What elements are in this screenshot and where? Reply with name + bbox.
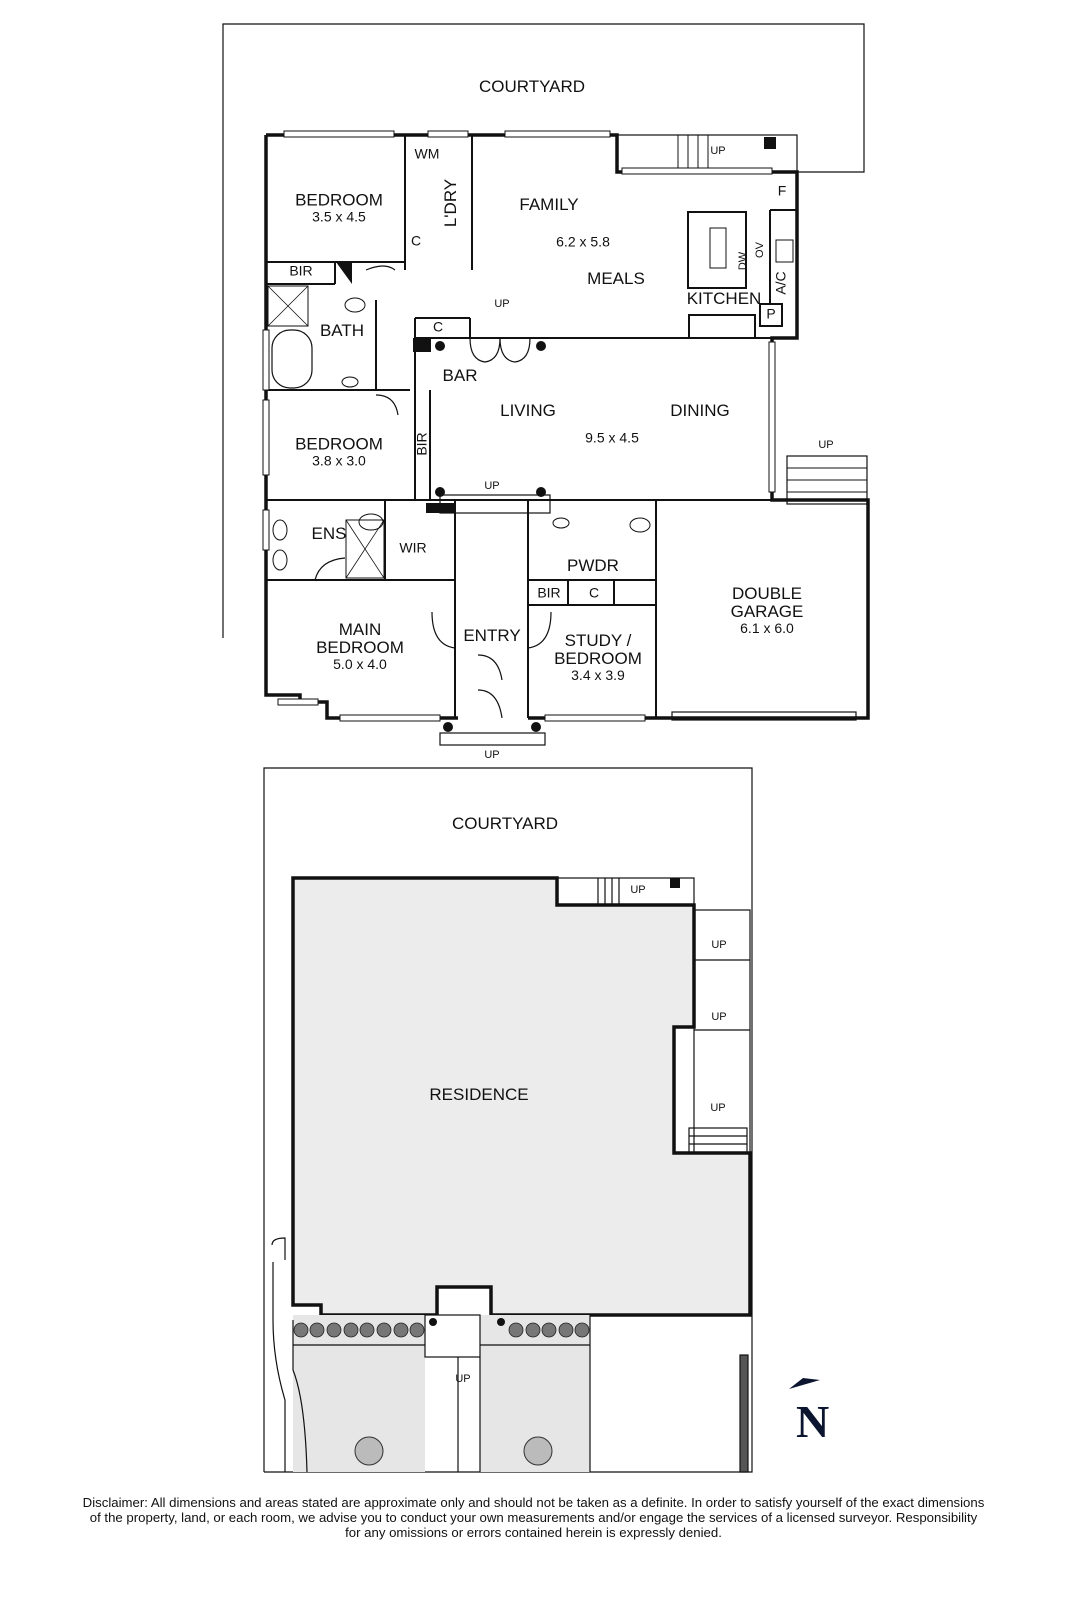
- room-dimensions: 6.1 x 6.0: [740, 619, 794, 636]
- stair-up-label: UP: [494, 298, 510, 311]
- stair-up-label: UP: [630, 884, 646, 897]
- tree-icon: [523, 1436, 553, 1466]
- room-entry: ENTRY: [463, 626, 521, 646]
- stair-up-label: UP: [818, 439, 834, 452]
- washing-machine-label: WM: [414, 145, 440, 162]
- built-in-robe-label: BIR: [289, 262, 313, 279]
- room-bedroom-2: BEDROOM 3.8 x 3.0: [295, 434, 383, 469]
- room-family: FAMILY: [519, 195, 579, 215]
- residence-label: RESIDENCE: [429, 1085, 529, 1105]
- oven-label: OV: [754, 242, 767, 258]
- tree-icon: [354, 1436, 384, 1466]
- room-meals: MEALS: [587, 269, 645, 289]
- stair-up-label: UP: [484, 749, 500, 762]
- room-kitchen: KITCHEN: [686, 289, 762, 309]
- dishwasher-label: DW: [737, 251, 750, 271]
- room-dimensions: 5.0 x 4.0: [333, 655, 387, 672]
- stair-up-label: UP: [710, 1102, 726, 1115]
- room-name-1: DOUBLE: [732, 583, 802, 603]
- disclaimer: Disclaimer: All dimensions and areas sta…: [20, 1495, 1047, 1540]
- room-bath: BATH: [319, 321, 365, 341]
- pantry-label: P: [766, 305, 776, 322]
- room-powder: PWDR: [567, 556, 619, 576]
- room-study-bedroom: STUDY / BEDROOM 3.4 x 3.9: [554, 630, 642, 683]
- room-name-2: BEDROOM: [316, 637, 404, 657]
- north-compass-label: N: [796, 1396, 830, 1447]
- built-in-robe-label: BIR: [413, 432, 430, 456]
- room-bedroom-1: BEDROOM 3.5 x 4.5: [295, 190, 383, 225]
- courtyard-boundary: [222, 23, 865, 638]
- stair-up-label: UP: [484, 480, 500, 493]
- room-name-2: BEDROOM: [554, 648, 642, 668]
- stair-up-label: UP: [711, 939, 727, 952]
- room-dimensions: 3.4 x 3.9: [571, 666, 625, 683]
- room-double-garage: DOUBLE GARAGE 6.1 x 6.0: [730, 583, 804, 636]
- disclaimer-line-2: of the property, land, or each room, we …: [89, 1510, 978, 1525]
- cupboard-label: C: [410, 232, 422, 249]
- disclaimer-line-3: for any omissions or errors contained he…: [345, 1525, 722, 1540]
- bar-cupboard-label: C: [432, 318, 444, 335]
- laundry-label: L'DRY: [441, 178, 461, 228]
- room-name-1: STUDY /: [564, 630, 632, 650]
- air-conditioner-label: A/C: [772, 271, 789, 295]
- stair-up-label: UP: [455, 1373, 471, 1386]
- room-dimensions: 3.8 x 3.0: [312, 452, 366, 469]
- room-walk-in-robe: WIR: [399, 539, 427, 556]
- room-dimensions: 3.5 x 4.5: [312, 208, 366, 225]
- room-living: LIVING: [500, 401, 556, 421]
- site-courtyard-label: COURTYARD: [451, 814, 559, 834]
- fridge-label: F: [777, 182, 787, 199]
- living-dining-dimensions: 9.5 x 4.5: [585, 429, 639, 446]
- cupboard-label: C: [588, 584, 600, 601]
- family-dimensions: 6.2 x 5.8: [556, 233, 610, 250]
- disclaimer-line-1: Disclaimer: All dimensions and areas sta…: [82, 1495, 985, 1510]
- room-bar: BAR: [442, 366, 478, 386]
- built-in-robe-label: BIR: [537, 584, 561, 601]
- room-name-2: GARAGE: [730, 601, 804, 621]
- room-name: BEDROOM: [295, 190, 383, 210]
- stair-up-label: UP: [710, 145, 726, 158]
- room-name-1: MAIN: [338, 619, 382, 639]
- courtyard-label: COURTYARD: [478, 77, 586, 97]
- room-dining: DINING: [670, 401, 730, 421]
- room-main-bedroom: MAIN BEDROOM 5.0 x 4.0: [316, 619, 404, 672]
- stair-up-label: UP: [711, 1011, 727, 1024]
- north-arrow-icon: [789, 1378, 820, 1389]
- room-ensuite: ENS: [311, 524, 347, 544]
- room-name: BEDROOM: [295, 434, 383, 454]
